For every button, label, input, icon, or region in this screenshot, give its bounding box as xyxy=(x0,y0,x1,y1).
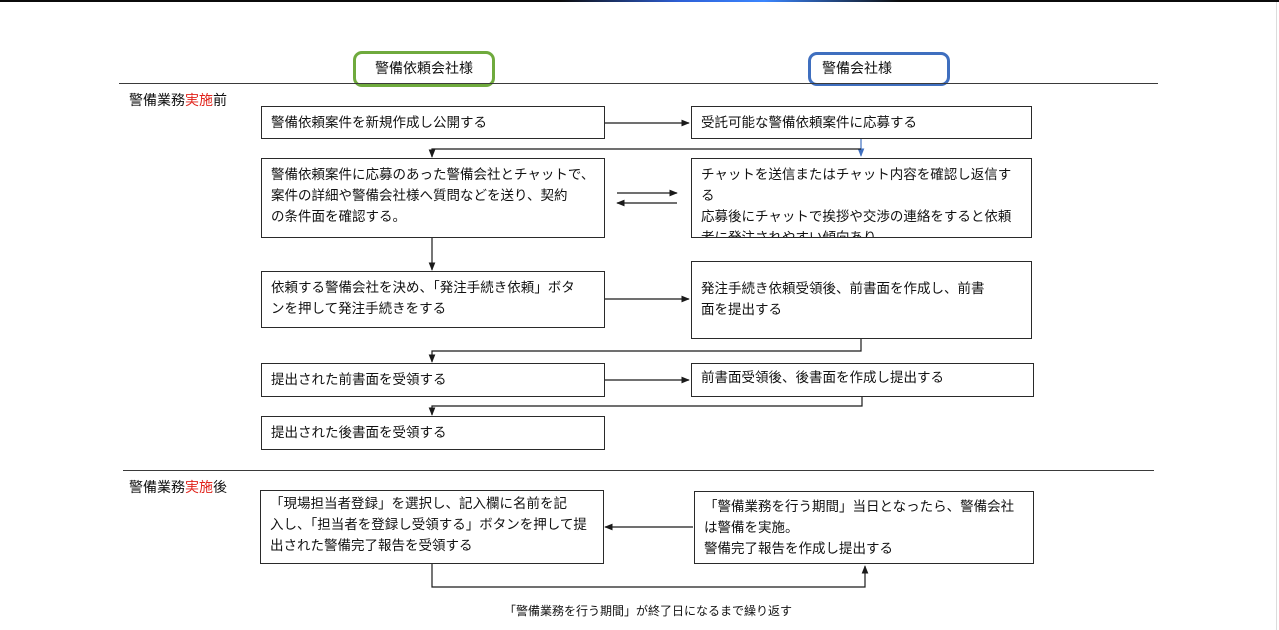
arrow-apply-back-to-client-chat xyxy=(428,148,861,158)
section-before-prefix: 警備業務 xyxy=(129,93,185,109)
section-before-suffix: 前 xyxy=(213,93,227,109)
step-company-pre-doc: 発注手続き依頼受領後、前書面を作成し、前書 面を提出する xyxy=(691,261,1032,339)
arrow-loop-repeat xyxy=(431,564,869,588)
section-label-before: 警備業務実施前 xyxy=(129,92,227,110)
step-company-chat: チャットを送信またはチャット内容を確認し返信する 応募後にチャットで挨拶や交渉の… xyxy=(691,158,1032,238)
client-header-label: 警備依頼会社様 xyxy=(375,60,473,77)
company-header: 警備会社様 xyxy=(808,52,950,86)
section-before-highlight: 実施 xyxy=(185,93,213,109)
loop-note: 「警備業務を行う期間」が終了日になるまで繰り返す xyxy=(504,604,793,618)
step-company-execute: 「警備業務を行う期間」当日となったら、警備会社 は警備を実施。 警備完了報告を作… xyxy=(694,491,1034,564)
step-client-order: 依頼する警備会社を決め、「発注手続き依頼」ボタ ンを押して発注手続きをする xyxy=(261,271,605,328)
section-after-suffix: 後 xyxy=(213,480,227,496)
top-bar-glow xyxy=(560,0,900,2)
section-after-highlight: 実施 xyxy=(185,480,213,496)
page-right-edge xyxy=(1276,2,1277,630)
step-company-post-doc: 前書面受領後、後書面を作成し提出する xyxy=(691,363,1034,397)
section-label-after: 警備業務実施後 xyxy=(129,479,227,497)
arrow-pre-doc-to-receive xyxy=(428,339,862,363)
step-client-receive-pre: 提出された前書面を受領する xyxy=(261,363,605,397)
section-divider-before xyxy=(119,83,1158,84)
step-client-receive-post: 提出された後書面を受領する xyxy=(261,416,605,450)
step-client-create: 警備依頼案件を新規作成し公開する xyxy=(261,106,605,139)
step-client-chat: 警備依頼案件に応募のあった警備会社とチャットで、 案件の詳細や警備会社様へ質問な… xyxy=(261,158,605,238)
step-client-report-receive: 「現場担当者登録」を選択し、記入欄に名前を記 入し、「担当者を登録し受領する」ボ… xyxy=(260,490,604,564)
section-divider-after xyxy=(123,470,1154,471)
company-header-label: 警備会社様 xyxy=(822,60,892,77)
section-after-prefix: 警備業務 xyxy=(129,480,185,496)
step-company-apply: 受託可能な警備依頼案件に応募する xyxy=(691,106,1032,139)
arrow-post-doc-to-receive xyxy=(428,397,863,416)
client-header: 警備依頼会社様 xyxy=(353,51,495,87)
